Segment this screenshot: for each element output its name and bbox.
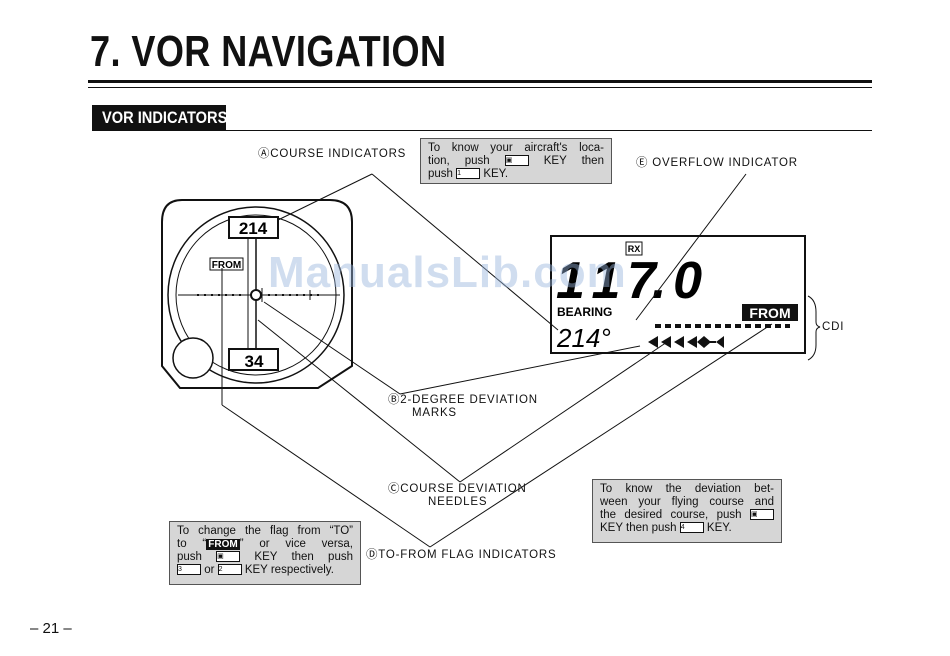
lcd-cdi-diamond — [697, 336, 711, 348]
course-top-value: 214 — [239, 219, 268, 238]
key-icon: ▣ — [749, 509, 774, 521]
label-course-needles-line1: ⒸCOURSE DEVIATION — [388, 483, 527, 495]
label-course-indicators: ⒶCOURSE INDICATORS — [258, 148, 407, 160]
lcd-bearing-value: 214° — [556, 323, 611, 353]
course-window-top — [228, 216, 279, 239]
note-change-flag: To change the flag from “TO” to “FROM” o… — [169, 521, 361, 585]
label-to-from-flag: ⒹTO-FROM FLAG INDICATORS — [366, 549, 557, 561]
key-icon: 3 — [177, 564, 201, 576]
label-deviation-marks-line1: Ⓑ2-DEGREE DEVIATION — [388, 394, 538, 406]
page-title: 7. VOR NAVIGATION — [90, 27, 447, 76]
key-icon: 1 — [456, 168, 481, 180]
lcd-flag: FROM — [749, 305, 790, 321]
watermark: ManualsLib.com — [268, 248, 627, 297]
label-deviation-marks-line2: MARKS — [412, 407, 457, 419]
course-window-bottom — [228, 348, 279, 371]
needle-pivot — [250, 289, 262, 301]
instrument-flag: FROM — [212, 260, 241, 271]
lcd-rx-label: RX — [628, 244, 641, 254]
page-number: – 21 – — [30, 620, 72, 637]
section-rule — [226, 130, 872, 131]
section-banner: VOR INDICATORS — [92, 105, 228, 131]
label-course-needles-line2: NEEDLES — [428, 496, 488, 508]
leader-lines — [221, 173, 773, 548]
key-icon: 4 — [679, 522, 704, 534]
label-cdi: CDI — [822, 321, 845, 333]
obs-knob — [172, 337, 214, 379]
lcd-display: RX 1 1 7. 0 BEARING 214° FROM — [550, 235, 806, 354]
vor-instrument — [161, 199, 353, 389]
note-aircraft-location: To know your aircraft's loca- tion, push… — [420, 138, 612, 184]
key-icon: ▣ — [216, 551, 241, 563]
key-icon: ▣ — [504, 155, 529, 167]
lcd-bearing-label: BEARING — [557, 305, 612, 319]
lcd-frequency-digits: 1 1 7. 0 — [556, 252, 702, 310]
title-rule-thin — [88, 87, 872, 88]
course-bottom-value: 34 — [245, 352, 264, 371]
key-icon: 2 — [217, 564, 242, 576]
from-flag-icon: FROM — [206, 539, 240, 550]
title-rule-thick — [88, 80, 872, 83]
section-title: VOR INDICATORS — [102, 108, 228, 127]
label-overflow-indicator: Ⓔ OVERFLOW INDICATOR — [636, 157, 798, 169]
note-deviation: To know the deviation bet- ween your fly… — [592, 479, 782, 543]
